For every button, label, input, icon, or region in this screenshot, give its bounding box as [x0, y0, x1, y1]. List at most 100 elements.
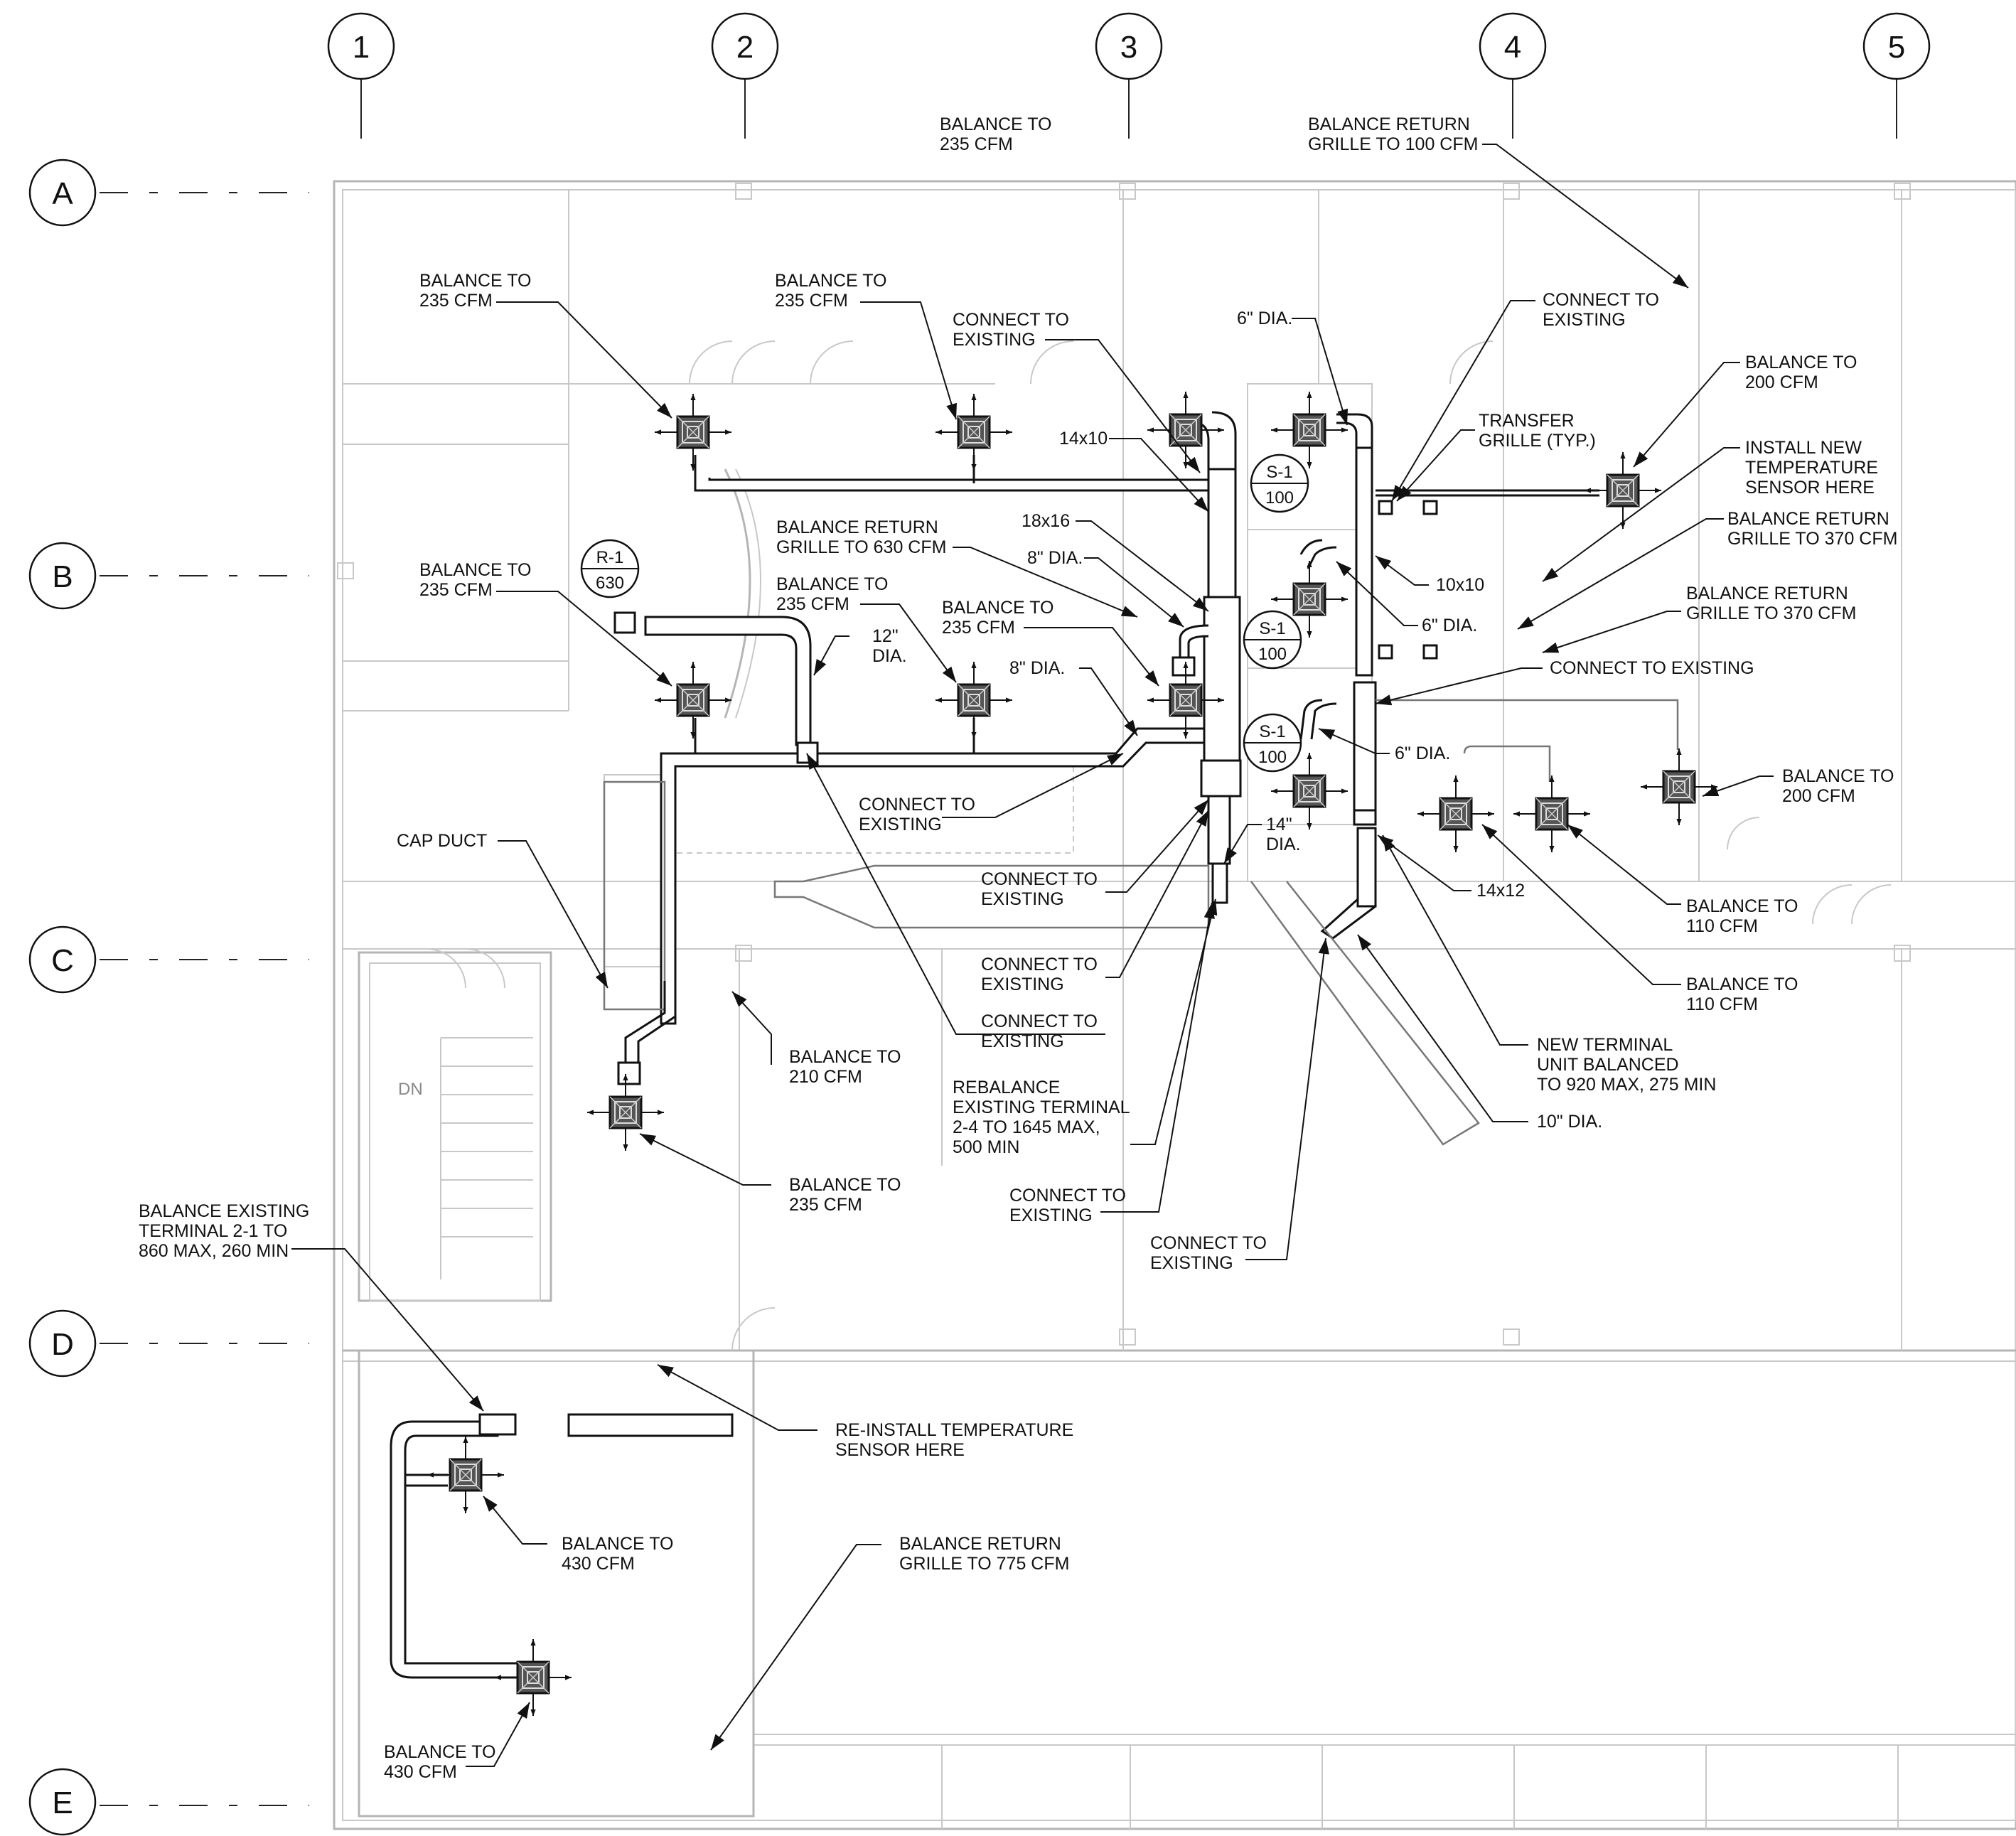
leader-n40	[639, 1133, 771, 1186]
diffusers	[427, 392, 1717, 1716]
ductwork	[390, 411, 1679, 1679]
grid-bubble-col-1: 1	[327, 12, 395, 80]
leader-n24	[1079, 667, 1138, 736]
tag-s1-b: S-1 100	[1243, 610, 1302, 670]
leader-n28	[1223, 824, 1262, 864]
svg-text:S-1: S-1	[1259, 722, 1285, 741]
note-n23: CONNECT TO EXISTING	[1550, 658, 1754, 678]
leader-n2	[1482, 144, 1689, 289]
supply-diffuser-icon	[1417, 775, 1494, 852]
leader-n25	[1318, 728, 1390, 754]
svg-text:A: A	[52, 176, 73, 211]
note-n28: 14"DIA.	[1266, 815, 1301, 854]
svg-text:100: 100	[1265, 488, 1294, 508]
leader-n10	[1396, 429, 1475, 502]
svg-text:S-1: S-1	[1259, 619, 1285, 638]
leader-n3	[860, 301, 957, 420]
leader-n36	[731, 991, 772, 1065]
note-n19: 6" DIA.	[1422, 616, 1477, 635]
leader-n41	[1100, 902, 1215, 1213]
note-n17: 10x10	[1436, 575, 1484, 595]
grid-bubble-row-d: D	[28, 1309, 97, 1378]
note-n29: CAP DUCT	[397, 831, 487, 851]
note-n39: 10" DIA.	[1537, 1112, 1602, 1132]
grid-bubble-col-3: 3	[1095, 12, 1163, 80]
supply-diffuser-icon	[935, 394, 1012, 471]
leader-n45	[483, 1496, 547, 1545]
supply-diffuser-icon	[1147, 392, 1224, 468]
leader-n1	[496, 301, 672, 419]
tag-s1-a: S-1 100	[1250, 453, 1309, 513]
leader-n31	[1377, 834, 1471, 891]
leader-n7	[1391, 300, 1535, 502]
tag-r1: R-1 630	[580, 539, 640, 598]
leader-n23	[1375, 667, 1543, 706]
svg-text:5: 5	[1888, 30, 1905, 65]
leader-n37	[1382, 834, 1528, 1046]
grid-bubble-col-5: 5	[1862, 12, 1931, 80]
leader-n11	[1542, 447, 1740, 582]
leader-n20	[1542, 611, 1681, 653]
supply-diffuser-icon	[1585, 452, 1661, 529]
leader-n39	[1357, 934, 1528, 1122]
column-grid	[100, 78, 1897, 1806]
leader-n8	[1633, 362, 1740, 468]
leader-n43	[291, 1248, 484, 1412]
supply-diffuser-icon	[1147, 662, 1224, 739]
svg-text:3: 3	[1120, 30, 1137, 65]
supply-diffuser-icon	[495, 1639, 572, 1716]
grid-bubbles: 1 2 3 4 5 A B C	[28, 12, 1931, 1836]
note-n21: 12"DIA.	[872, 626, 907, 666]
tag-s1-c: S-1 100	[1243, 713, 1302, 773]
svg-text:S-1: S-1	[1266, 463, 1292, 482]
grid-bubble-row-a: A	[28, 159, 97, 227]
note-n6: 6" DIA.	[1237, 308, 1292, 328]
equipment-tags: R-1 630 S-1 100 S-1 100 S-1 100	[580, 453, 1309, 773]
supply-diffuser-icon	[655, 394, 731, 471]
stair-label: DN	[398, 1080, 423, 1099]
leader-n9	[1109, 438, 1209, 512]
supply-diffuser-icon	[1271, 392, 1348, 468]
svg-text:C: C	[51, 943, 74, 978]
note-n24: 8" DIA.	[1009, 658, 1065, 678]
leader-n4	[496, 591, 672, 687]
svg-text:1: 1	[353, 30, 370, 65]
supply-diffuser-icon	[1641, 748, 1717, 825]
grid-bubble-col-2: 2	[711, 12, 779, 80]
leader-n16	[860, 603, 957, 683]
leader-n14	[1517, 518, 1724, 630]
building-walls: DN	[333, 180, 2016, 1830]
svg-text:100: 100	[1258, 645, 1287, 664]
leader-n27	[942, 753, 1124, 818]
grid-bubble-row-b: B	[28, 542, 97, 610]
supply-diffuser-icon	[587, 1074, 664, 1151]
supply-diffuser-icon	[427, 1437, 504, 1513]
supply-diffuser-icon	[655, 662, 731, 739]
svg-text:2: 2	[736, 30, 754, 65]
leader-n44	[657, 1364, 817, 1431]
note-n15: 8" DIA.	[1027, 548, 1083, 568]
leader-n15	[1084, 557, 1184, 628]
leader-n6	[1292, 318, 1349, 426]
